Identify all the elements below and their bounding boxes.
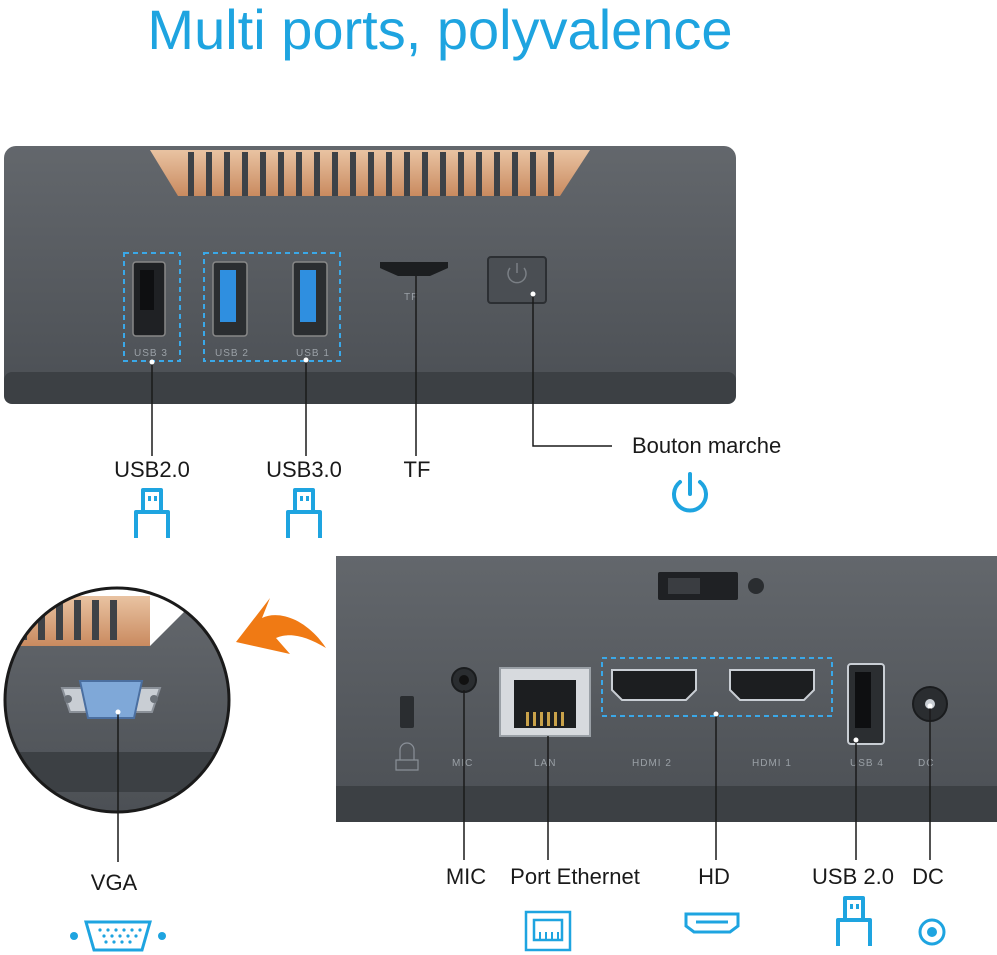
usb2-port-text: USB 2 xyxy=(215,348,249,359)
ethernet-icon xyxy=(524,910,572,952)
callout-hd: HD xyxy=(698,864,730,889)
callout-vga: VGA xyxy=(90,870,138,895)
dc-icon xyxy=(918,918,946,946)
usb1-port-text: USB 1 xyxy=(296,348,330,359)
hdmi1-port-text: HDMI 1 xyxy=(752,758,792,769)
top-leader-lines xyxy=(151,276,612,456)
callout-usb20-top: USB2.0 xyxy=(114,457,190,482)
callout-tf: TF xyxy=(403,457,431,482)
hdmi-icon xyxy=(684,912,740,934)
usb-icon xyxy=(134,488,170,538)
callout-ethernet: Port Ethernet xyxy=(510,864,640,889)
hdmi-port-2 xyxy=(611,669,697,701)
callout-power: Bouton marche xyxy=(632,433,782,458)
bottom-device: MIC LAN HDMI 2 HDMI 1 USB 4 DC xyxy=(336,556,997,822)
usb3-port-text: USB 3 xyxy=(134,348,168,359)
callout-usb30: USB3.0 xyxy=(266,457,342,482)
callout-dc: DC xyxy=(912,864,944,889)
callout-mic: MIC xyxy=(445,864,487,889)
vga-zoom-circle xyxy=(3,586,231,814)
bottom-leader-lines xyxy=(463,690,931,860)
mic-port-text: MIC xyxy=(452,758,473,769)
tf-port-text: TF xyxy=(404,292,418,303)
page-title: Multi ports, polyvalence xyxy=(147,0,733,61)
vga-icon xyxy=(70,920,166,952)
orange-arrow xyxy=(236,598,326,654)
dc-port-text: DC xyxy=(918,758,934,769)
power-button-device xyxy=(487,256,547,304)
hdmi-port-1 xyxy=(729,669,815,701)
usb3-highlight-box xyxy=(203,252,341,362)
usb4-port-text: USB 4 xyxy=(850,758,884,769)
lan-port-text: LAN xyxy=(534,758,556,769)
usb-icon xyxy=(836,896,872,946)
top-device: USB 3 USB 2 USB 1 TF xyxy=(4,146,736,404)
callout-usb20-bottom: USB 2.0 xyxy=(812,864,894,889)
usb-icon xyxy=(286,488,322,538)
tf-slot xyxy=(380,262,448,276)
hdmi2-port-text: HDMI 2 xyxy=(632,758,672,769)
power-icon xyxy=(672,472,708,513)
